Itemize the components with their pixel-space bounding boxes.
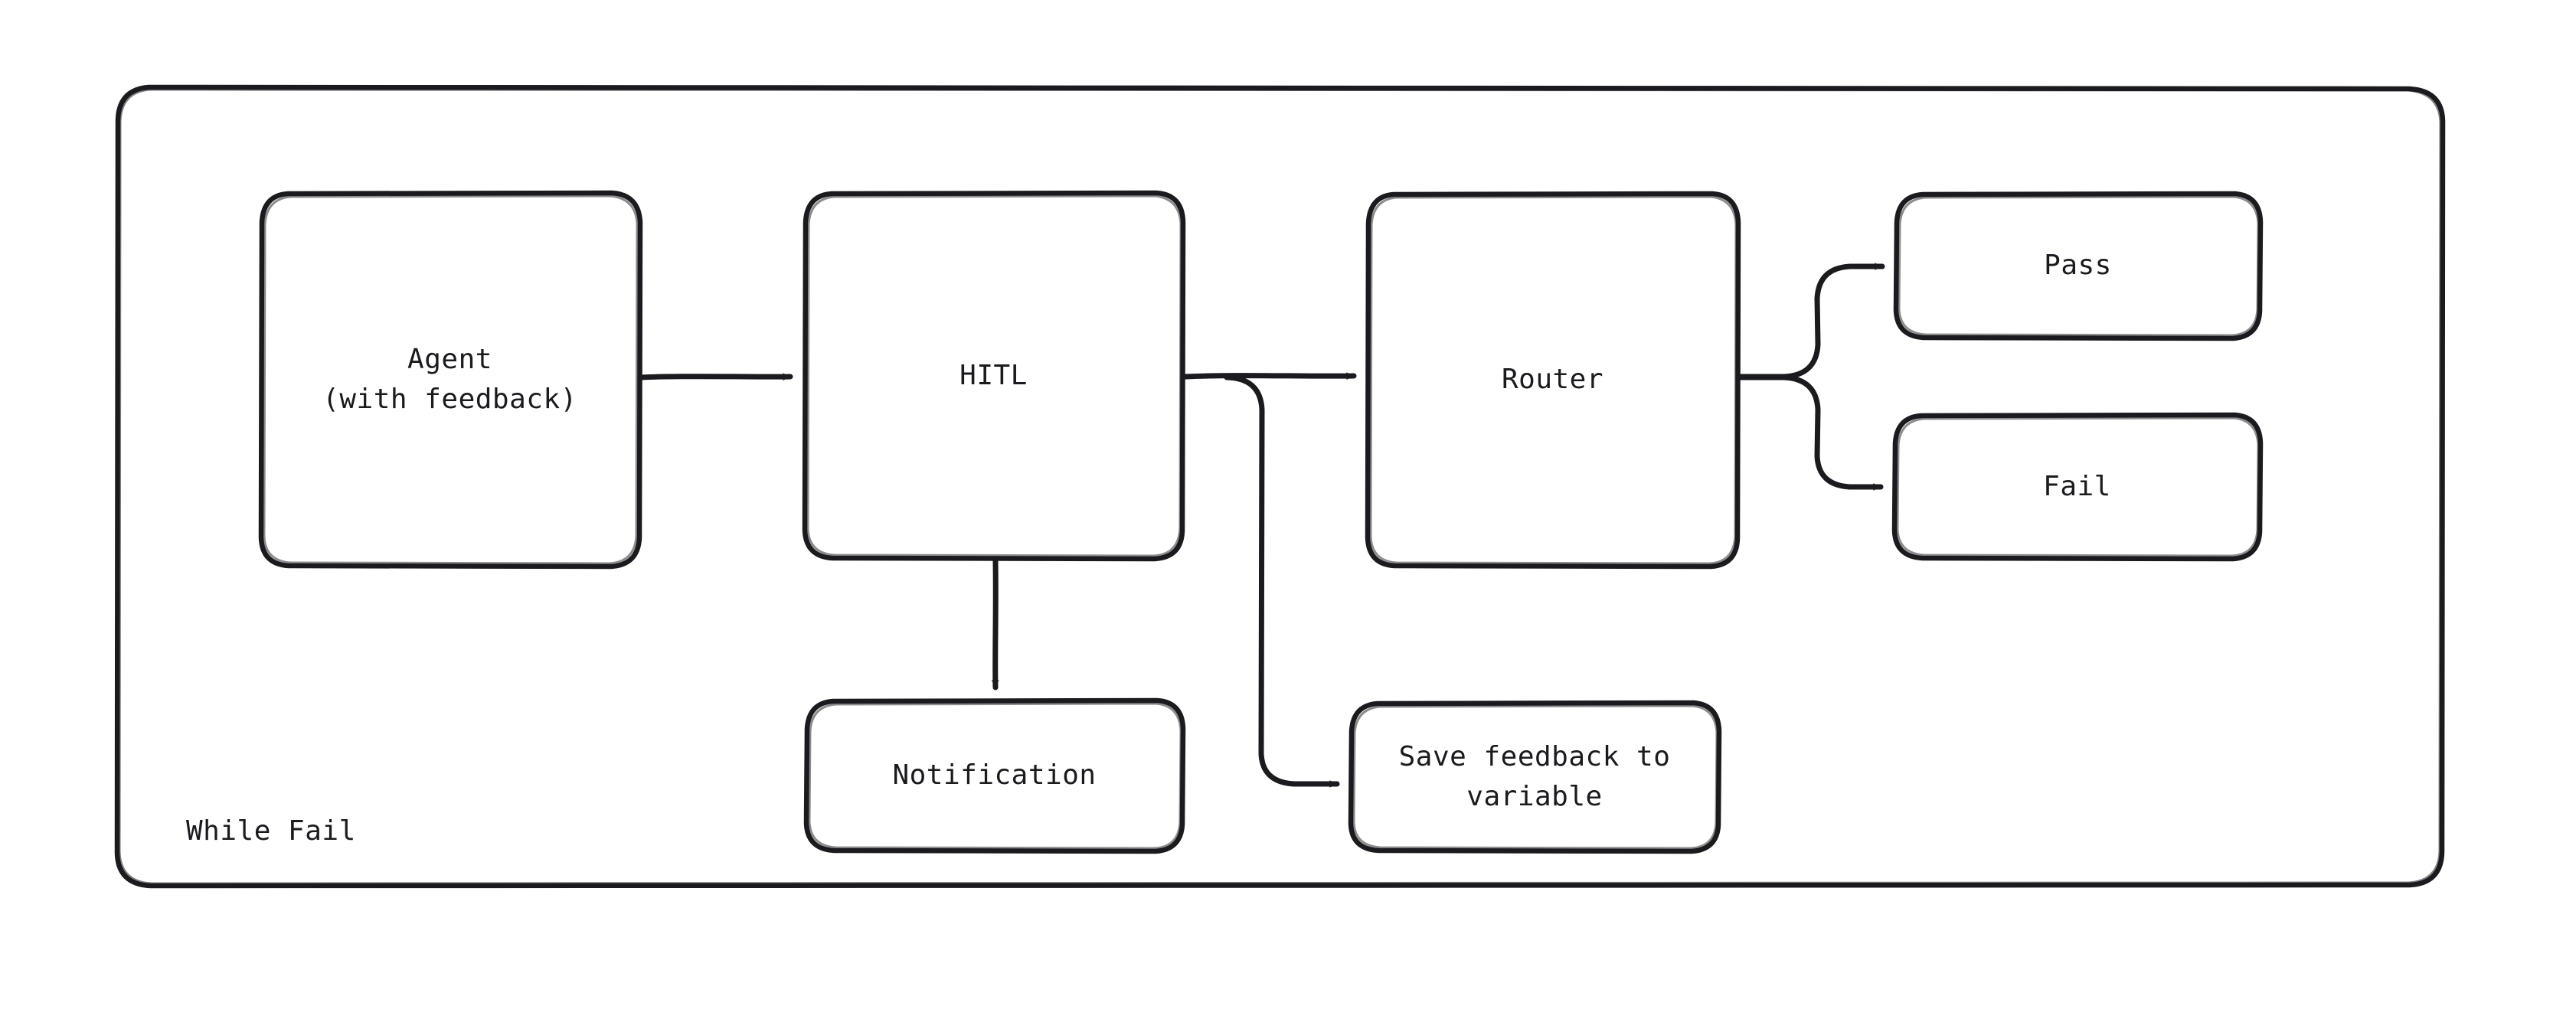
edge-hitl-to-router	[1182, 372, 1357, 380]
node-shape-notification	[803, 697, 1186, 854]
edge-router-to-fail	[1737, 374, 1884, 491]
node-shape-router	[1365, 191, 1741, 570]
node-shape-save-feedback	[1348, 700, 1722, 854]
node-shape-fail	[1891, 412, 2264, 562]
node-shape-pass	[1893, 191, 2264, 341]
edge-hitl-to-notification	[991, 558, 999, 691]
node-shape-hitl	[802, 190, 1186, 562]
node-shape-agent	[258, 190, 643, 570]
edge-router-to-pass	[1737, 263, 1885, 380]
group-container-while-fail	[114, 84, 2446, 889]
group-label-while-fail: While Fail	[186, 815, 356, 847]
edge-hitl-to-save-feedback	[1224, 374, 1340, 788]
